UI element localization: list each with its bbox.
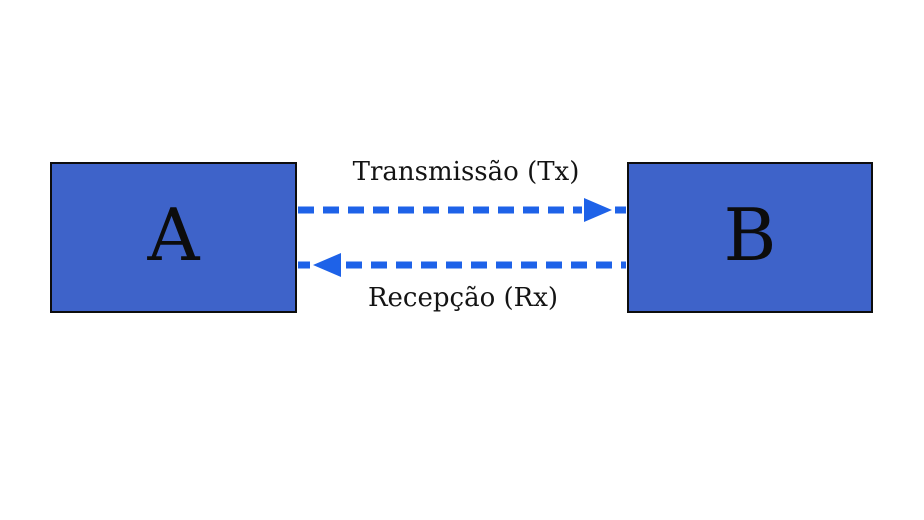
node-a-box: A: [50, 162, 297, 313]
node-b-label: B: [723, 192, 777, 277]
node-b-box: B: [627, 162, 873, 313]
reception-label: Recepção (Rx): [367, 283, 559, 313]
arrow-right-icon: [584, 198, 612, 222]
arrow-left-icon: [313, 253, 341, 277]
rx-arrow: [298, 253, 626, 277]
transmission-label: Transmissão (Tx): [352, 157, 580, 187]
tx-arrow: [298, 198, 626, 222]
node-a-label: A: [147, 192, 200, 277]
